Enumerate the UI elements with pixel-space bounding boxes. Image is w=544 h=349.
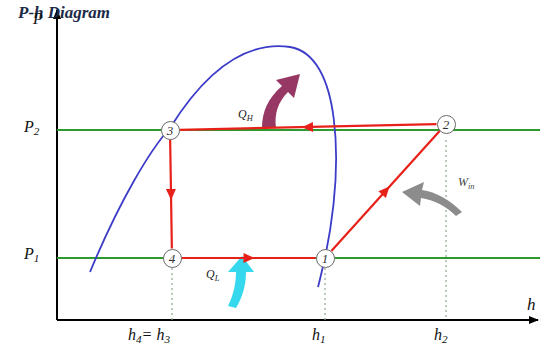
- cycle-process-line: [179, 122, 436, 132]
- axis-label: h1: [312, 326, 326, 344]
- axis-label: QH: [238, 108, 253, 121]
- saturation-dome: [90, 46, 336, 287]
- state-point-circle: 3: [161, 121, 180, 140]
- pressure-line: [57, 257, 540, 259]
- h-axis: [57, 319, 538, 321]
- axis-label: P: [33, 10, 43, 28]
- cycle-process-line: [182, 253, 316, 263]
- axis-label: P2: [24, 118, 39, 136]
- state-point-circle: 4: [163, 249, 182, 268]
- pressure-line: [57, 129, 540, 131]
- state-point-circle: 2: [437, 115, 456, 134]
- axis-label: h4= h3: [128, 326, 170, 344]
- axis-label: h: [527, 296, 536, 315]
- axis-label: h2: [434, 326, 448, 344]
- cycle-process-line: [331, 131, 439, 251]
- state-number: 1: [322, 252, 329, 265]
- diagram-title-label: P-h Diagram: [18, 4, 110, 23]
- cycle-process-line: [166, 139, 176, 248]
- axis-label: Win: [458, 176, 475, 189]
- work-in-arrow: [402, 182, 462, 216]
- axis-label: QL: [206, 268, 219, 281]
- heat-in-arrow: [228, 256, 254, 308]
- state-number: 2: [443, 118, 450, 131]
- heat-out-arrow: [262, 74, 300, 128]
- enthalpy-guides: [172, 140, 446, 320]
- p-axis: [56, 10, 58, 320]
- state-point-circle: 1: [316, 249, 335, 268]
- axis-label: P1: [24, 245, 39, 263]
- state-number: 3: [167, 124, 174, 137]
- state-number: 4: [169, 252, 176, 265]
